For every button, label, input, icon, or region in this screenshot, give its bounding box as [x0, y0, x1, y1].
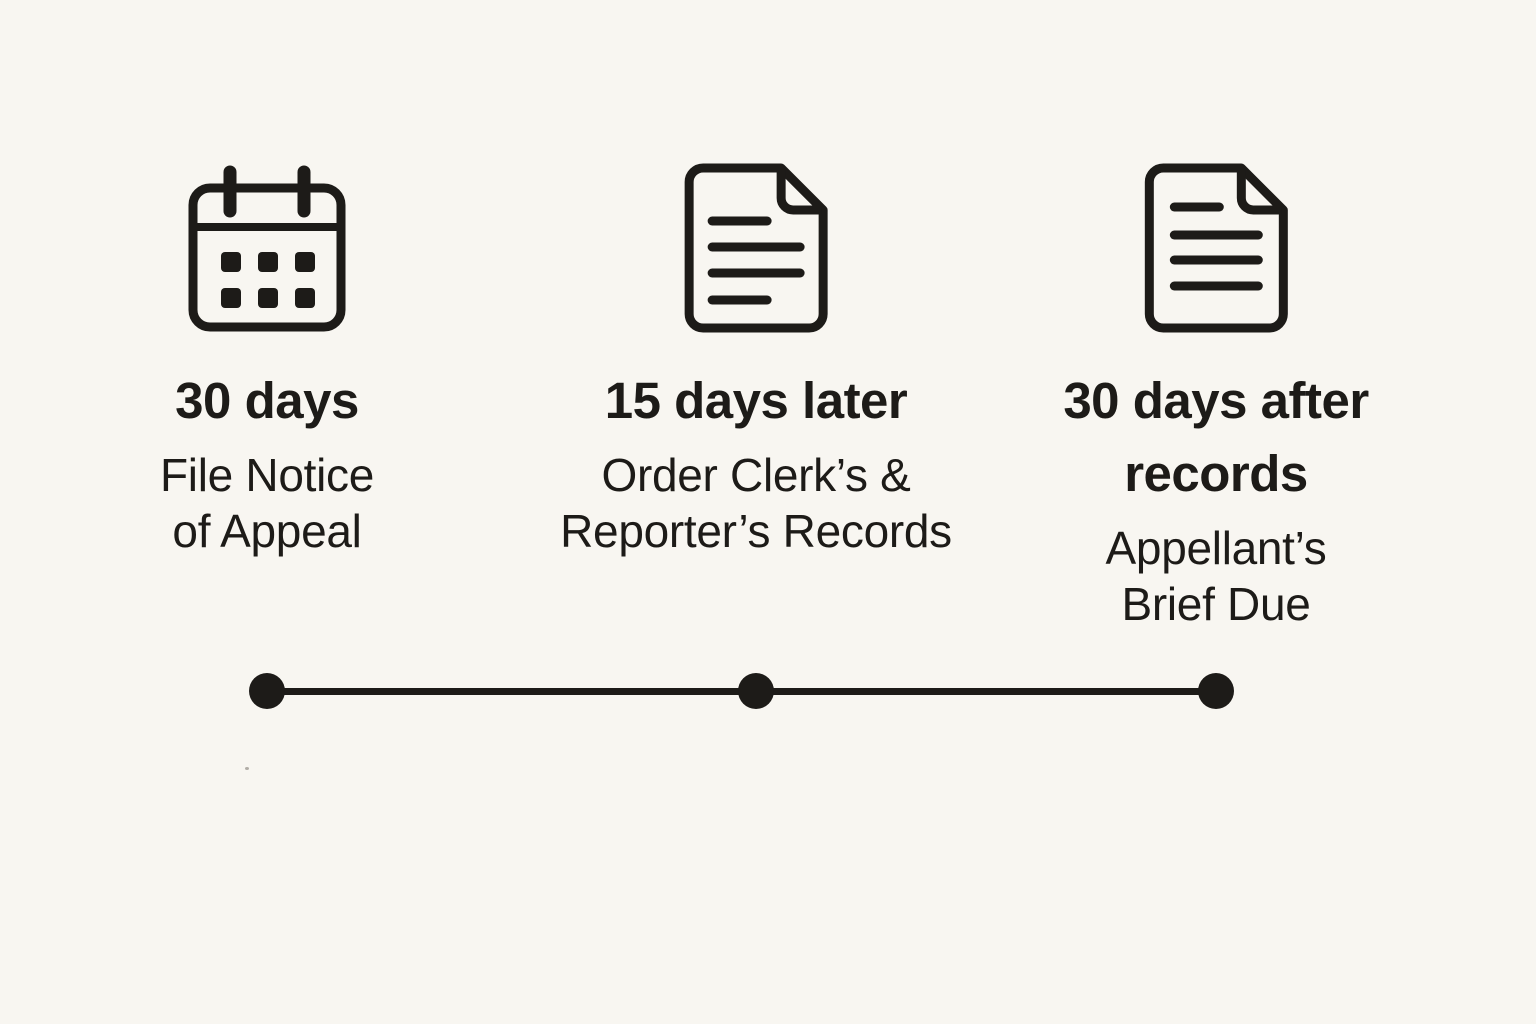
subtitle-line: Reporter’s Records [560, 505, 952, 557]
timeline-dot [738, 673, 774, 709]
title-line: 15 days later [604, 372, 908, 429]
milestone-title: 30 days after records [1063, 364, 1369, 510]
calendar-icon [187, 160, 347, 336]
title-line: records [1124, 445, 1308, 502]
milestone-order-records: 15 days later Order Clerk’s & Reporter’s… [560, 160, 952, 559]
subtitle-line: Order Clerk’s & [601, 449, 911, 501]
subtitle-line: Brief Due [1121, 578, 1311, 630]
milestone-subtitle: File Notice of Appeal [160, 447, 374, 559]
document-icon [681, 160, 831, 336]
subtitle-line: of Appeal [172, 505, 362, 557]
milestone-title: 15 days later [605, 364, 908, 437]
title-line: 30 days [175, 372, 359, 429]
subtitle-line: File Notice [160, 449, 374, 501]
title-line: 30 days after [1063, 372, 1369, 429]
document-icon [1139, 160, 1293, 336]
subtitle-line: Appellant’s [1105, 522, 1327, 574]
timeline-dot [249, 673, 285, 709]
milestone-subtitle: Order Clerk’s & Reporter’s Records [560, 447, 952, 559]
milestone-title: 30 days [175, 364, 359, 437]
milestone-subtitle: Appellant’s Brief Due [1106, 520, 1327, 632]
milestone-file-notice: 30 days File Notice of Appeal [160, 160, 374, 559]
milestone-appellants-brief: 30 days after records Appellant’s Brief … [1063, 160, 1369, 632]
timeline-dot [1198, 673, 1234, 709]
dust-speck [245, 767, 249, 770]
